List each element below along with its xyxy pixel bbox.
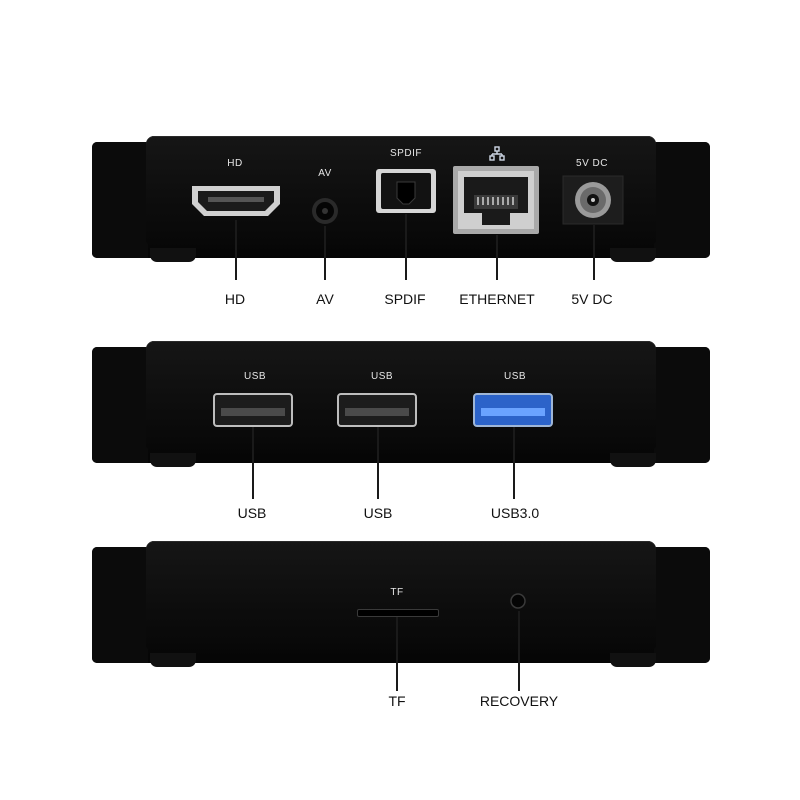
port-label-av: AV	[318, 168, 332, 179]
port-label-spdif: SPDIF	[390, 148, 422, 159]
port-label-usb-2: USB	[370, 371, 394, 382]
callout-line	[324, 226, 326, 280]
callout-av: AV	[316, 291, 334, 307]
callout-line	[513, 427, 515, 499]
av-jack	[312, 198, 338, 224]
callout-tf: TF	[388, 693, 406, 709]
network-icon	[489, 146, 505, 161]
callout-line	[396, 617, 398, 691]
callout-usb-2: USB	[363, 505, 393, 521]
device-foot	[610, 248, 656, 262]
usb-port-2	[337, 393, 417, 427]
device-face	[146, 541, 656, 649]
dc-power-jack	[562, 175, 624, 225]
callout-line	[593, 225, 595, 280]
port-label-tf: TF	[390, 587, 404, 598]
callout-line	[377, 427, 379, 499]
usb-port-1	[213, 393, 293, 427]
callout-line	[496, 235, 498, 280]
ethernet-port	[453, 166, 539, 234]
callout-line	[518, 611, 520, 691]
callout-line	[405, 214, 407, 280]
device-foot	[150, 453, 196, 467]
rear-panel-av: HD HD AV AV SPDIF SPDIF ETHERNET	[0, 130, 800, 350]
hdmi-port	[192, 186, 280, 216]
callout-ethernet: ETHERNET	[459, 291, 535, 307]
device-foot	[150, 653, 196, 667]
usb3-port	[473, 393, 553, 427]
callout-usb3: USB3.0	[490, 505, 540, 521]
callout-5v-dc: 5V DC	[571, 291, 613, 307]
callout-hd: HD	[224, 291, 246, 307]
device-foot	[150, 248, 196, 262]
rear-panel-usb: USB USB USB USB USB USB3.0	[0, 335, 800, 555]
port-label-hd: HD	[227, 158, 243, 169]
callout-recovery: RECOVERY	[479, 693, 559, 709]
recovery-button	[510, 593, 526, 609]
port-label-5v-dc: 5V DC	[576, 158, 608, 169]
callout-spdif: SPDIF	[384, 291, 426, 307]
port-label-usb-3: USB	[503, 371, 527, 382]
callout-line	[252, 427, 254, 499]
side-panel-tf: TF TF RECOVERY	[0, 535, 800, 755]
device-foot	[610, 653, 656, 667]
spdif-port	[376, 169, 436, 213]
device-foot	[610, 453, 656, 467]
callout-usb-1: USB	[237, 505, 267, 521]
tf-card-slot	[357, 609, 439, 617]
callout-line	[235, 220, 237, 280]
port-label-usb-1: USB	[243, 371, 267, 382]
